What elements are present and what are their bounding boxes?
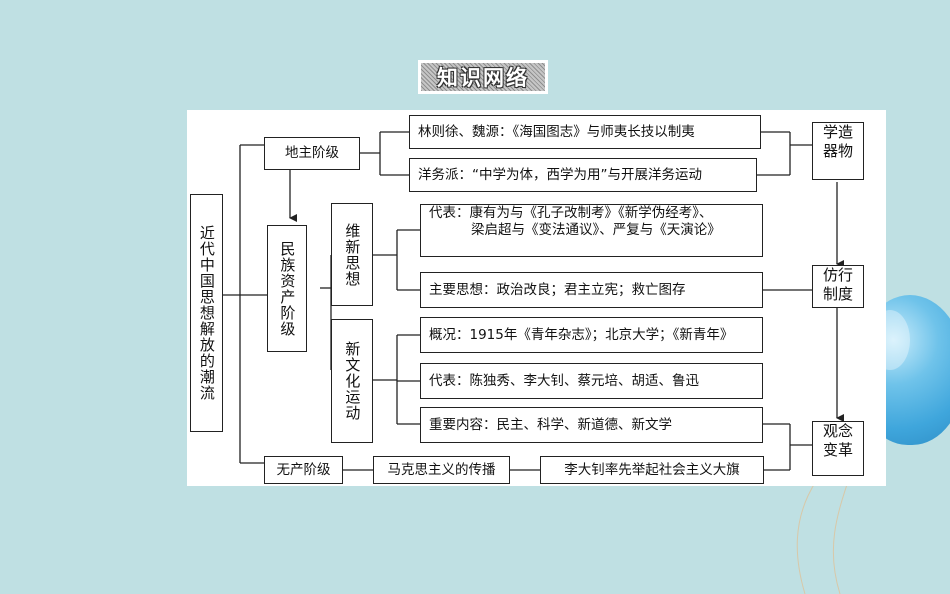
node-new-culture-movement: 新文化运动: [331, 319, 373, 443]
li-dazhao-text: 李大钊率先举起社会主义大旗: [564, 461, 740, 478]
node-landlord-class: 地主阶级: [264, 137, 360, 170]
nc-reps-text: 代表：陈独秀、李大钊、蔡元培、胡适、鲁迅: [429, 372, 699, 389]
reform-rep-line-1: 代表：康有为与《孔子改制考》《新学伪经考》、: [429, 205, 713, 221]
page-title: 知识网络: [437, 66, 529, 90]
concept-map-panel: 近代中国思想解放的潮流 地主阶级 民族资产阶级 无产阶级 维新思想 新文化运动 …: [187, 110, 886, 486]
bourgeois-label: 民族资产阶级: [278, 240, 297, 337]
node-westernization: 洋务派：“中学为体，西学为用”与开展洋务运动: [409, 158, 757, 192]
nc-overview-text: 概况：1915年《青年杂志》；北京大学；《新青年》: [429, 326, 734, 343]
node-reform-representatives: 代表：康有为与《孔子改制考》《新学伪经考》、 梁启超与《变法通议》、严复与《天演…: [420, 204, 763, 257]
stage-learn-line-1: 学造: [822, 123, 853, 141]
stage-imitate-line-1: 仿行: [822, 266, 853, 284]
stage-concept-line-1: 观念: [822, 422, 853, 440]
new-culture-label: 新文化运动: [343, 341, 362, 421]
node-stage-imitate-institutions: 仿行 制度: [812, 265, 864, 308]
westernization-text: 洋务派：“中学为体，西学为用”与开展洋务运动: [418, 166, 702, 183]
node-marxism-spread: 马克思主义的传播: [373, 456, 510, 484]
node-stage-learn-artifacts: 学造 器物: [812, 122, 864, 180]
root-node: 近代中国思想解放的潮流: [190, 194, 223, 432]
node-stage-concept-change: 观念 变革: [812, 421, 864, 476]
stage-learn-line-2: 器物: [822, 141, 853, 160]
node-li-dazhao: 李大钊率先举起社会主义大旗: [540, 456, 764, 484]
node-new-culture-content: 重要内容：民主、科学、新道德、新文学: [420, 407, 763, 443]
node-reform-main-ideas: 主要思想：政治改良；君主立宪；救亡图存: [420, 272, 763, 308]
connector-lines: [223, 131, 844, 471]
node-lin-wei: 林则徐、魏源：《海国图志》与师夷长技以制夷: [409, 115, 761, 149]
node-proletariat-class: 无产阶级: [264, 456, 343, 484]
node-reform-thought: 维新思想: [331, 203, 373, 306]
root-label: 近代中国思想解放的潮流: [197, 225, 216, 401]
reform-rep-line-2: 梁启超与《变法通议》、严复与《天演论》: [471, 221, 721, 238]
landlord-label: 地主阶级: [285, 145, 339, 162]
reform-label: 维新思想: [343, 222, 362, 287]
stage-concept-line-2: 变革: [822, 440, 853, 459]
proletariat-label: 无产阶级: [276, 461, 331, 478]
title-banner: 知识网络: [418, 60, 548, 94]
lin-wei-text: 林则徐、魏源：《海国图志》与师夷长技以制夷: [418, 123, 695, 140]
node-bourgeois-class: 民族资产阶级: [267, 225, 307, 352]
marxism-text: 马克思主义的传播: [387, 461, 496, 478]
nc-content-text: 重要内容：民主、科学、新道德、新文学: [429, 416, 672, 433]
node-new-culture-representatives: 代表：陈独秀、李大钊、蔡元培、胡适、鲁迅: [420, 363, 763, 399]
stage-imitate-line-2: 制度: [822, 284, 853, 303]
node-new-culture-overview: 概况：1915年《青年杂志》；北京大学；《新青年》: [420, 317, 763, 353]
reform-main-text: 主要思想：政治改良；君主立宪；救亡图存: [429, 281, 686, 298]
title-banner-inner: 知识网络: [421, 63, 545, 91]
